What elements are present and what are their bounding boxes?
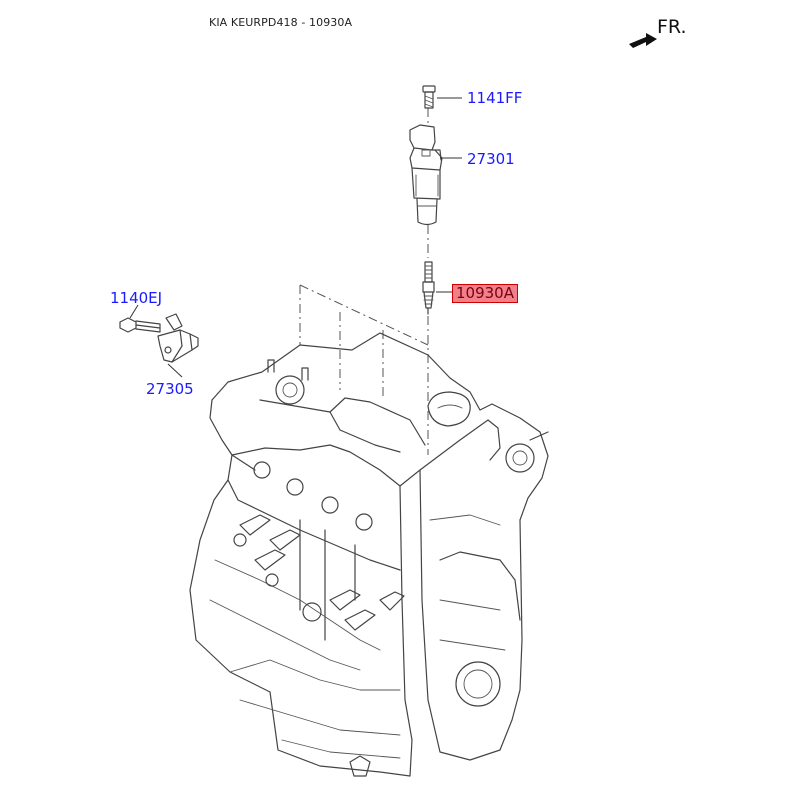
leader-lines bbox=[129, 97, 462, 378]
callout-bolt-1140ej[interactable]: 1140EJ bbox=[110, 289, 163, 307]
spark-plug-drawing bbox=[422, 261, 435, 315]
callout-bolt-1141ff[interactable]: 1141FF bbox=[467, 89, 523, 107]
sensor-27305-drawing bbox=[157, 313, 199, 363]
engine-block-drawing bbox=[189, 332, 549, 777]
callout-ignition-coil-27301[interactable]: 27301 bbox=[467, 150, 515, 168]
bolt-1141ff-drawing bbox=[422, 85, 436, 109]
bolt-1140ej-drawing bbox=[119, 317, 161, 333]
callout-spark-plug-10930a[interactable]: 10930A bbox=[452, 284, 518, 303]
callout-sensor-27305[interactable]: 27305 bbox=[146, 380, 194, 398]
diagram-title: KIA KEURPD418 - 10930A bbox=[209, 16, 353, 29]
front-direction-label: FR. bbox=[657, 16, 687, 38]
ignition-coil-drawing bbox=[409, 124, 443, 226]
front-direction-arrow-icon bbox=[629, 33, 657, 48]
